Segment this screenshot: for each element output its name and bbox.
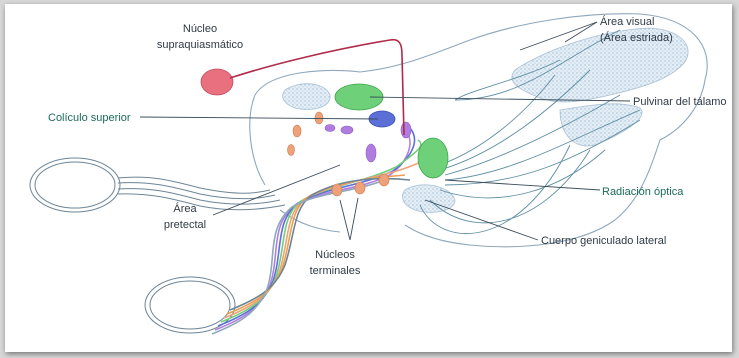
label-terminal-nuclei-2: terminales xyxy=(310,265,361,277)
label-visual-area-1: Área visual xyxy=(600,15,654,28)
label-suprachiasmatic-1: Núcleo xyxy=(183,23,217,35)
label-pretectal-1: Área xyxy=(173,202,197,215)
label-superior-colliculus: Colículo superior xyxy=(48,112,131,124)
label-lateral-geniculate: Cuerpo geniculado lateral xyxy=(541,235,666,247)
left-eye xyxy=(30,158,285,212)
label-terminal-nuclei-1: Núcleos xyxy=(315,249,355,261)
optic-tract xyxy=(212,128,431,334)
label-suprachiasmatic-2: supraquiasmático xyxy=(157,39,243,51)
label-pulvinar: Pulvinar del tálamo xyxy=(633,96,727,108)
lateral-geniculate-body xyxy=(418,138,448,178)
pretectal-area xyxy=(325,122,411,162)
pulvinar-stipple xyxy=(283,84,330,110)
visual-cortex-lower xyxy=(560,104,642,146)
label-pretectal-2: pretectal xyxy=(164,219,206,231)
suprachiasmatic-nucleus xyxy=(201,69,233,95)
diagram-frame: Núcleo supraquiasmático Área visual (Áre… xyxy=(5,4,732,352)
label-visual-area-2: (Área estriada) xyxy=(600,31,673,44)
visual-pathway-diagram: Núcleo supraquiasmático Área visual (Áre… xyxy=(5,4,732,352)
label-optic-radiation: Radiación óptica xyxy=(602,186,684,198)
